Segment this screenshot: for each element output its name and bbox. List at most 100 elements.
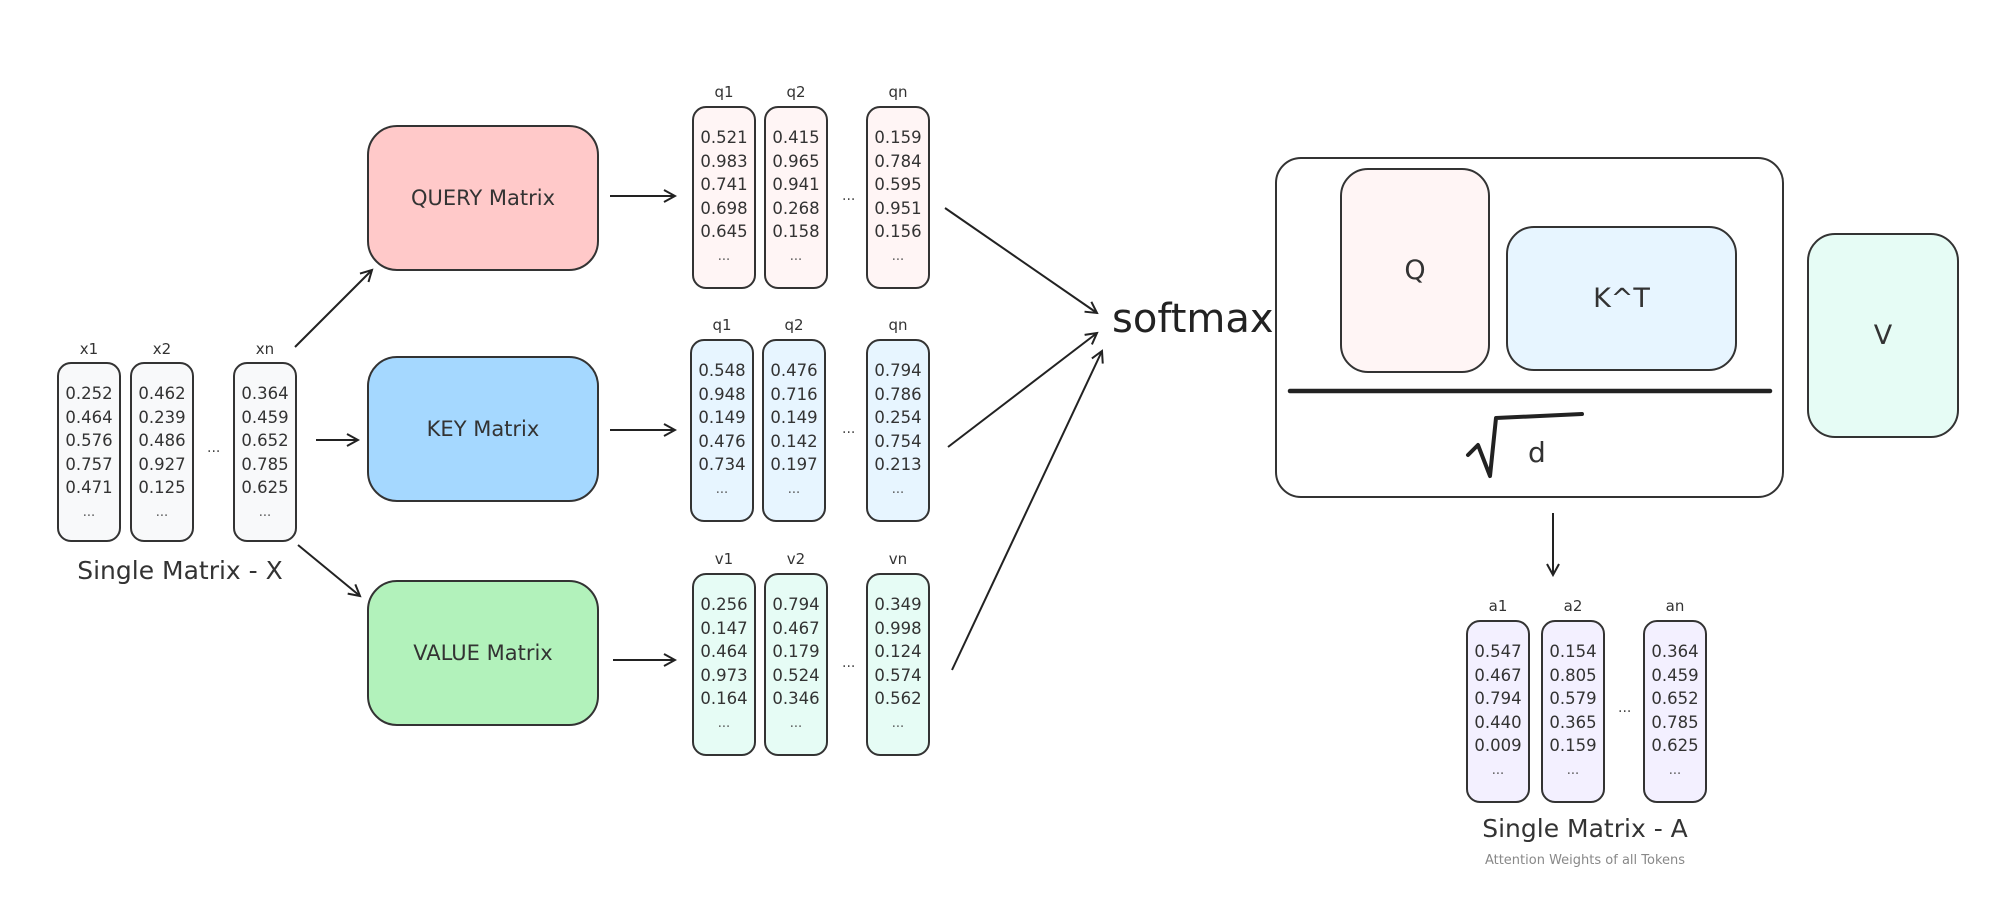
cell: 0.652: [1651, 689, 1699, 708]
cell: 0.147: [700, 618, 748, 638]
cell-ellipsis: ...: [1668, 762, 1682, 778]
cell: 0.574: [874, 665, 922, 685]
cell-ellipsis: ...: [891, 481, 905, 497]
input-matrix-caption: Single Matrix - X: [77, 556, 283, 585]
cell: 0.164: [700, 689, 748, 708]
arrow-k-to-softmax: [947, 333, 1097, 448]
cell: 0.698: [700, 198, 748, 218]
vector-column-x2: 0.462 0.239 0.486 0.927 0.125 ...: [130, 362, 194, 542]
cell-ellipsis: ...: [789, 248, 803, 264]
cell: 0.471: [65, 478, 113, 497]
column-label: v1: [714, 550, 734, 568]
key-weight-label: KEY Matrix: [426, 417, 540, 441]
cell: 0.462: [138, 384, 186, 403]
column-label: vn: [888, 550, 908, 568]
cell: 0.741: [700, 175, 748, 194]
cell: 0.252: [65, 384, 113, 403]
column-label: xn: [255, 340, 275, 358]
cell: 0.941: [772, 175, 820, 194]
vector-column-v1: 0.256 0.147 0.464 0.973 0.164 ...: [692, 573, 756, 756]
cell: 0.754: [874, 431, 922, 451]
cell: 0.213: [874, 455, 922, 474]
cell: 0.595: [874, 175, 922, 194]
arrow-v-to-softmax: [951, 351, 1102, 671]
cell: 0.579: [1549, 689, 1597, 708]
cell: 0.576: [65, 431, 113, 450]
arrow-x-to-value: [297, 544, 360, 596]
gap-ellipsis: ...: [842, 421, 856, 437]
column-label: x1: [79, 340, 99, 358]
cell-ellipsis: ...: [891, 248, 905, 264]
cell: 0.785: [1651, 712, 1699, 732]
cell: 0.562: [874, 689, 922, 708]
softmax-label: softmax: [1112, 296, 1274, 342]
cell-ellipsis: ...: [82, 504, 96, 520]
cell: 0.486: [138, 431, 186, 450]
cell: 0.149: [770, 408, 818, 427]
cell: 0.652: [241, 431, 289, 450]
cell-ellipsis: ...: [787, 481, 801, 497]
gap-ellipsis: ...: [1618, 700, 1632, 716]
cell: 0.547: [1474, 642, 1522, 661]
vector-column-a1: 0.547 0.467 0.794 0.440 0.009 ...: [1466, 620, 1530, 803]
vector-column-an: 0.364 0.459 0.652 0.785 0.625 ...: [1643, 620, 1707, 803]
cell: 0.268: [772, 198, 820, 218]
vector-column-q1: 0.521 0.983 0.741 0.698 0.645 ...: [692, 106, 756, 289]
cell: 0.440: [1474, 712, 1522, 732]
v-box: V: [1807, 233, 1959, 438]
cell: 0.625: [241, 478, 289, 497]
cell: 0.346: [772, 689, 820, 708]
key-weight-matrix: KEY Matrix: [367, 356, 599, 502]
cell: 0.239: [138, 407, 186, 427]
vector-column-q2: 0.415 0.965 0.941 0.268 0.158 ...: [764, 106, 828, 289]
cell: 0.197: [770, 455, 818, 474]
vector-column-xn: 0.364 0.459 0.652 0.785 0.625 ...: [233, 362, 297, 542]
column-label: qn: [888, 316, 908, 334]
cell: 0.794: [874, 361, 922, 380]
cell: 0.459: [241, 407, 289, 427]
cell: 0.784: [874, 151, 922, 171]
v-label: V: [1873, 320, 1893, 351]
cell: 0.459: [1651, 665, 1699, 685]
cell-ellipsis: ...: [789, 715, 803, 731]
column-label: q2: [786, 83, 806, 101]
cell: 0.467: [1474, 665, 1522, 685]
arrow-x-to-query: [294, 270, 372, 348]
column-label: v2: [786, 550, 806, 568]
vector-column-qn: 0.159 0.784 0.595 0.951 0.156 ...: [866, 106, 930, 289]
cell: 0.415: [772, 128, 820, 147]
cell: 0.625: [1651, 736, 1699, 755]
cell-ellipsis: ...: [155, 504, 169, 520]
cell: 0.009: [1474, 736, 1522, 755]
cell: 0.254: [874, 408, 922, 427]
cell: 0.149: [698, 408, 746, 427]
q-label: Q: [1404, 255, 1426, 286]
gap-ellipsis: ...: [842, 655, 856, 671]
query-weight-matrix: QUERY Matrix: [367, 125, 599, 271]
cell: 0.951: [874, 198, 922, 218]
vector-column-kn: 0.794 0.786 0.254 0.754 0.213 ...: [866, 339, 930, 522]
cell: 0.179: [772, 642, 820, 661]
cell: 0.794: [1474, 689, 1522, 708]
cell: 0.973: [700, 665, 748, 685]
cell: 0.464: [700, 642, 748, 661]
cell: 0.364: [1651, 642, 1699, 661]
cell: 0.364: [241, 384, 289, 403]
cell: 0.256: [700, 595, 748, 614]
cell: 0.785: [241, 454, 289, 474]
cell-ellipsis: ...: [1566, 762, 1580, 778]
column-label: q2: [784, 316, 804, 334]
cell: 0.156: [874, 222, 922, 241]
cell: 0.716: [770, 384, 818, 404]
attention-formula-frame: [1275, 157, 1784, 498]
value-weight-matrix: VALUE Matrix: [367, 580, 599, 726]
cell: 0.124: [874, 642, 922, 661]
vector-column-k1: 0.548 0.948 0.149 0.476 0.734 ...: [690, 339, 754, 522]
cell: 0.154: [1549, 642, 1597, 661]
cell: 0.965: [772, 151, 820, 171]
cell: 0.645: [700, 222, 748, 241]
cell: 0.467: [772, 618, 820, 638]
cell: 0.159: [1549, 736, 1597, 755]
vector-column-v2: 0.794 0.467 0.179 0.524 0.346 ...: [764, 573, 828, 756]
